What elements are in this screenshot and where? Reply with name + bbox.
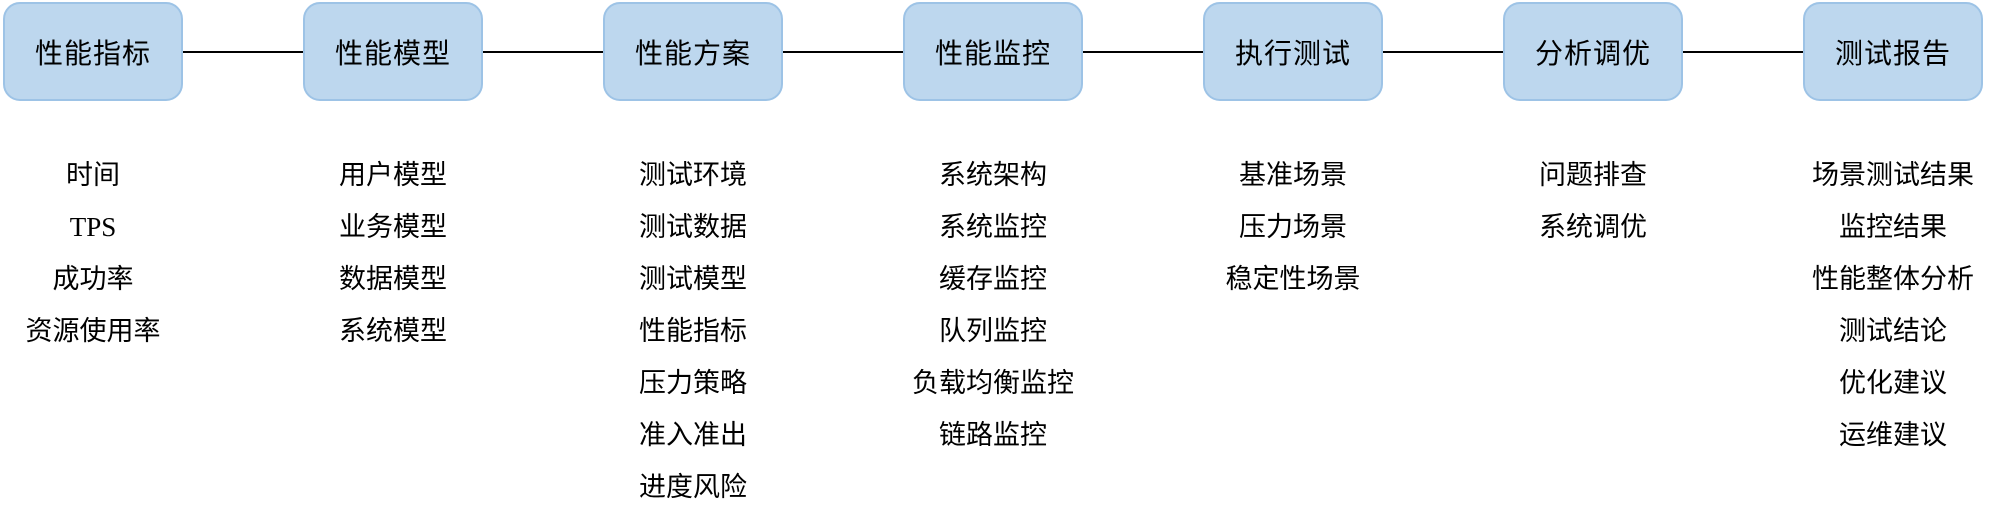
stage-item: 监控结果 (1839, 212, 1947, 242)
stage-item: 队列监控 (939, 316, 1047, 346)
stage-item: 运维建议 (1839, 420, 1947, 450)
stage-title: 分析调优 (1534, 38, 1651, 70)
stage-item: 业务模型 (339, 212, 447, 242)
stage-item: 系统模型 (339, 316, 447, 346)
stage-item: 准入准出 (639, 420, 747, 450)
stage-item: 优化建议 (1839, 368, 1947, 398)
connector-line (1083, 51, 1203, 53)
stage-item: 压力场景 (1239, 212, 1347, 242)
stage-box: 分析调优 (1503, 2, 1683, 101)
stage-box: 性能指标 (3, 2, 183, 101)
connector-line (1683, 51, 1803, 53)
stage-item-list: 用户模型业务模型数据模型系统模型 (243, 149, 543, 357)
stage-title: 性能监控 (934, 38, 1051, 70)
connector-line (783, 51, 903, 53)
stage-title: 性能方案 (634, 38, 751, 70)
stage-box: 性能方案 (603, 2, 783, 101)
stage-item-list: 场景测试结果监控结果性能整体分析测试结论优化建议运维建议 (1743, 149, 2005, 461)
stage-item-list: 基准场景压力场景稳定性场景 (1143, 149, 1443, 305)
stage-box: 执行测试 (1203, 2, 1383, 101)
stage-item: 测试数据 (639, 212, 747, 242)
stage-item: 性能整体分析 (1812, 264, 1974, 294)
stage-item: 缓存监控 (939, 264, 1047, 294)
stage-box: 性能监控 (903, 2, 1083, 101)
stage-item: 测试模型 (639, 264, 747, 294)
stage-title: 执行测试 (1234, 38, 1351, 70)
stage-item: 稳定性场景 (1225, 264, 1361, 294)
stage-item: 基准场景 (1239, 160, 1347, 190)
stage-item: 系统调优 (1539, 212, 1647, 242)
stage-item: TPS (69, 212, 117, 242)
stage-item: 系统架构 (939, 160, 1047, 190)
stage-item-list: 测试环境测试数据测试模型性能指标压力策略准入准出进度风险 (543, 149, 843, 513)
stage-item-list: 系统架构系统监控缓存监控队列监控负载均衡监控链路监控 (843, 149, 1143, 461)
stage-item: 压力策略 (639, 368, 747, 398)
stage-item: 测试环境 (639, 160, 747, 190)
stage-item: 成功率 (52, 264, 134, 294)
stage-item: 问题排查 (1539, 160, 1647, 190)
stage-item: 系统监控 (939, 212, 1047, 242)
stage-title: 性能模型 (334, 38, 451, 70)
stage-item: 数据模型 (339, 264, 447, 294)
stage-item: 时间 (66, 160, 120, 190)
connector-line (1383, 51, 1503, 53)
stage-title: 测试报告 (1834, 38, 1951, 70)
stage-item: 测试结论 (1839, 316, 1947, 346)
stage-item-list: 问题排查系统调优 (1443, 149, 1743, 253)
stage-item: 性能指标 (639, 316, 747, 346)
stage-box: 测试报告 (1803, 2, 1983, 101)
stage-item: 进度风险 (639, 472, 747, 502)
stage-item: 负载均衡监控 (912, 368, 1074, 398)
stage-item: 用户模型 (339, 160, 447, 190)
stage-item: 资源使用率 (25, 316, 161, 346)
stage-box: 性能模型 (303, 2, 483, 101)
stage-item: 链路监控 (939, 420, 1047, 450)
connector-line (183, 51, 303, 53)
connector-line (483, 51, 603, 53)
stage-title: 性能指标 (34, 38, 151, 70)
stage-item-list: 时间 TPS 成功率资源使用率 (0, 149, 243, 357)
stage-item: 场景测试结果 (1812, 160, 1974, 190)
